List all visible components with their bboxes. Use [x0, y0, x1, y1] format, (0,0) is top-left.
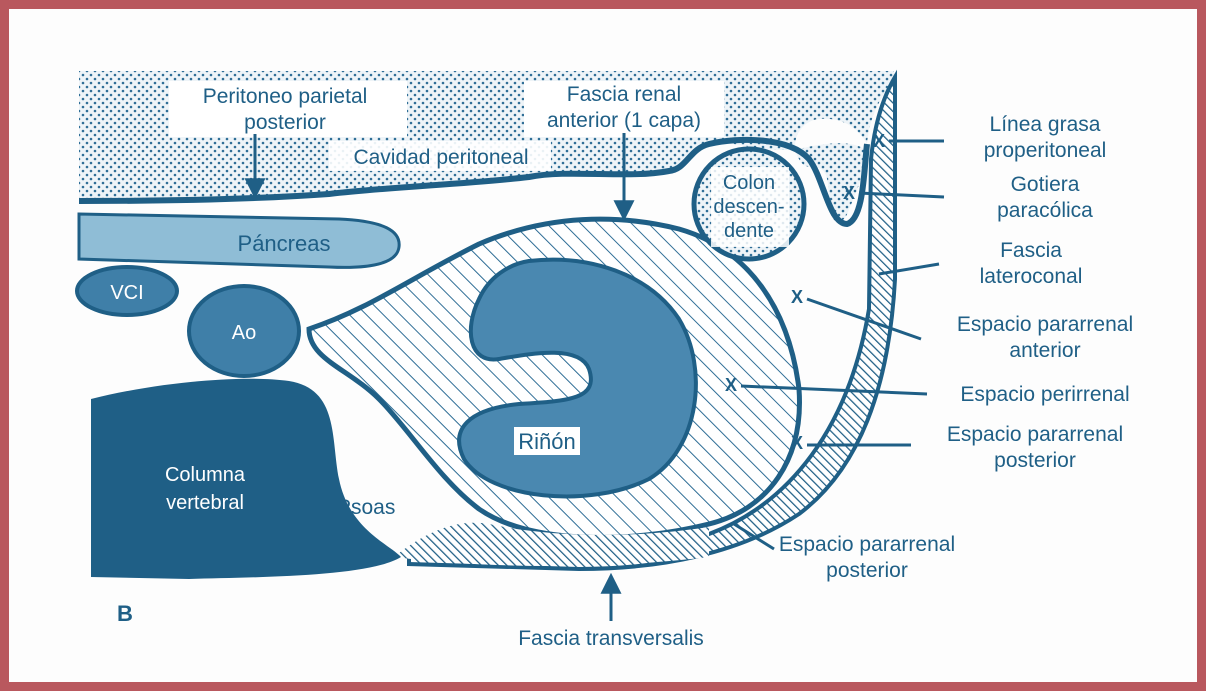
esp-pararrenal-ant-label-1: Espacio pararrenal — [957, 313, 1133, 336]
colon-label-1: Colon — [723, 172, 775, 194]
gotiera-label-2: paracólica — [997, 199, 1093, 222]
peritoneo-label-1: Peritoneo parietal — [203, 85, 368, 108]
fascia-renal-label-2: anterior (1 capa) — [547, 109, 701, 132]
esp-pararrenal-post-b-label-2: posterior — [826, 559, 908, 582]
linea-grasa-label-1: Línea grasa — [990, 113, 1101, 136]
fascia-lateroconal-label-2: lateroconal — [980, 265, 1083, 288]
vci-label: VCI — [110, 282, 143, 304]
colon-label-3: dente — [724, 220, 774, 242]
panel-letter: B — [117, 601, 133, 626]
x-mark-linea-grasa: X — [873, 131, 885, 151]
esp-pararrenal-post-b-label-1: Espacio pararrenal — [779, 533, 955, 556]
x-mark-gotiera: X — [843, 183, 855, 203]
colon-label-2: descen- — [713, 196, 784, 218]
columna-label-1: Columna — [165, 464, 246, 486]
pancreas-label: Páncreas — [238, 231, 331, 256]
x-mark-pararrenal-anterior: X — [791, 287, 803, 307]
columna-label-2: vertebral — [166, 492, 244, 514]
x-mark-pararrenal-posterior: X — [791, 433, 803, 453]
gotiera-label-1: Gotiera — [1011, 173, 1080, 196]
esp-pararrenal-post-label-2: posterior — [994, 449, 1076, 472]
retroperitoneum-diagram: Páncreas Riñón Psoas Columna vertebral V… — [9, 9, 1206, 700]
kidney-label: Riñón — [518, 429, 575, 454]
vertebral-column — [91, 379, 401, 579]
fascia-transversalis-label: Fascia transversalis — [518, 627, 704, 650]
ao-label: Ao — [232, 322, 256, 344]
x-mark-perirrenal: X — [725, 375, 737, 395]
esp-pararrenal-post-label-1: Espacio pararrenal — [947, 423, 1123, 446]
esp-pararrenal-ant-label-2: anterior — [1009, 339, 1080, 362]
peritoneo-label-2: posterior — [244, 111, 326, 134]
fascia-lateroconal-label-1: Fascia — [1000, 239, 1062, 262]
esp-perirrenal-label: Espacio perirrenal — [960, 383, 1129, 406]
fascia-renal-label-1: Fascia renal — [567, 83, 681, 106]
cavidad-label: Cavidad peritoneal — [353, 146, 528, 169]
linea-grasa-label-2: properitoneal — [984, 139, 1107, 162]
